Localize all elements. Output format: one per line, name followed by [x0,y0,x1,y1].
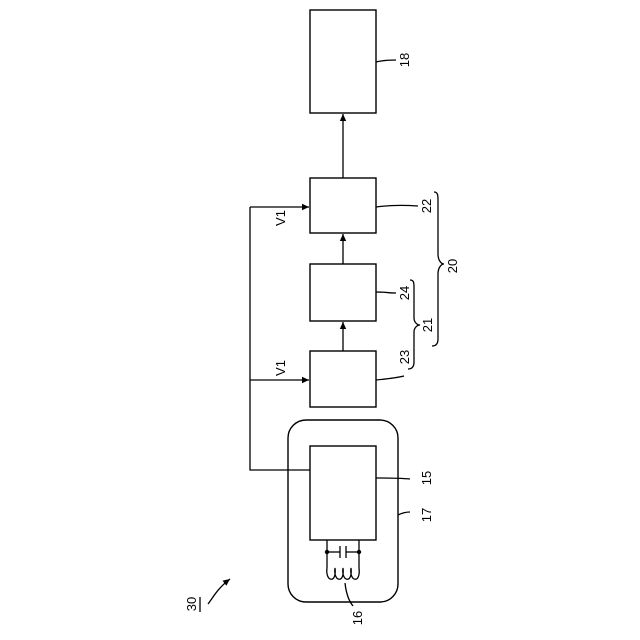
block-15 [310,446,376,540]
label-v1-lower: V1 [273,360,288,376]
block-24 [310,264,376,321]
label-18: 18 [397,53,412,67]
label-20: 20 [445,259,460,273]
leader-22 [376,205,418,207]
label-30: 30 [184,597,199,611]
leader-18 [376,60,396,62]
label-21: 21 [420,318,435,332]
leader-23 [376,376,404,380]
block-23 [310,351,376,407]
block-18 [310,10,376,113]
leader-24 [376,292,396,293]
label-v1-upper: V1 [273,210,288,226]
block-22 [310,178,376,233]
label-16: 16 [350,611,365,625]
label-15: 15 [419,471,434,485]
label-17: 17 [419,508,434,522]
label-24: 24 [397,286,412,300]
label-22: 22 [419,199,434,213]
pointer-30 [208,579,230,604]
label-23: 23 [397,350,412,364]
leader-17 [398,512,410,515]
